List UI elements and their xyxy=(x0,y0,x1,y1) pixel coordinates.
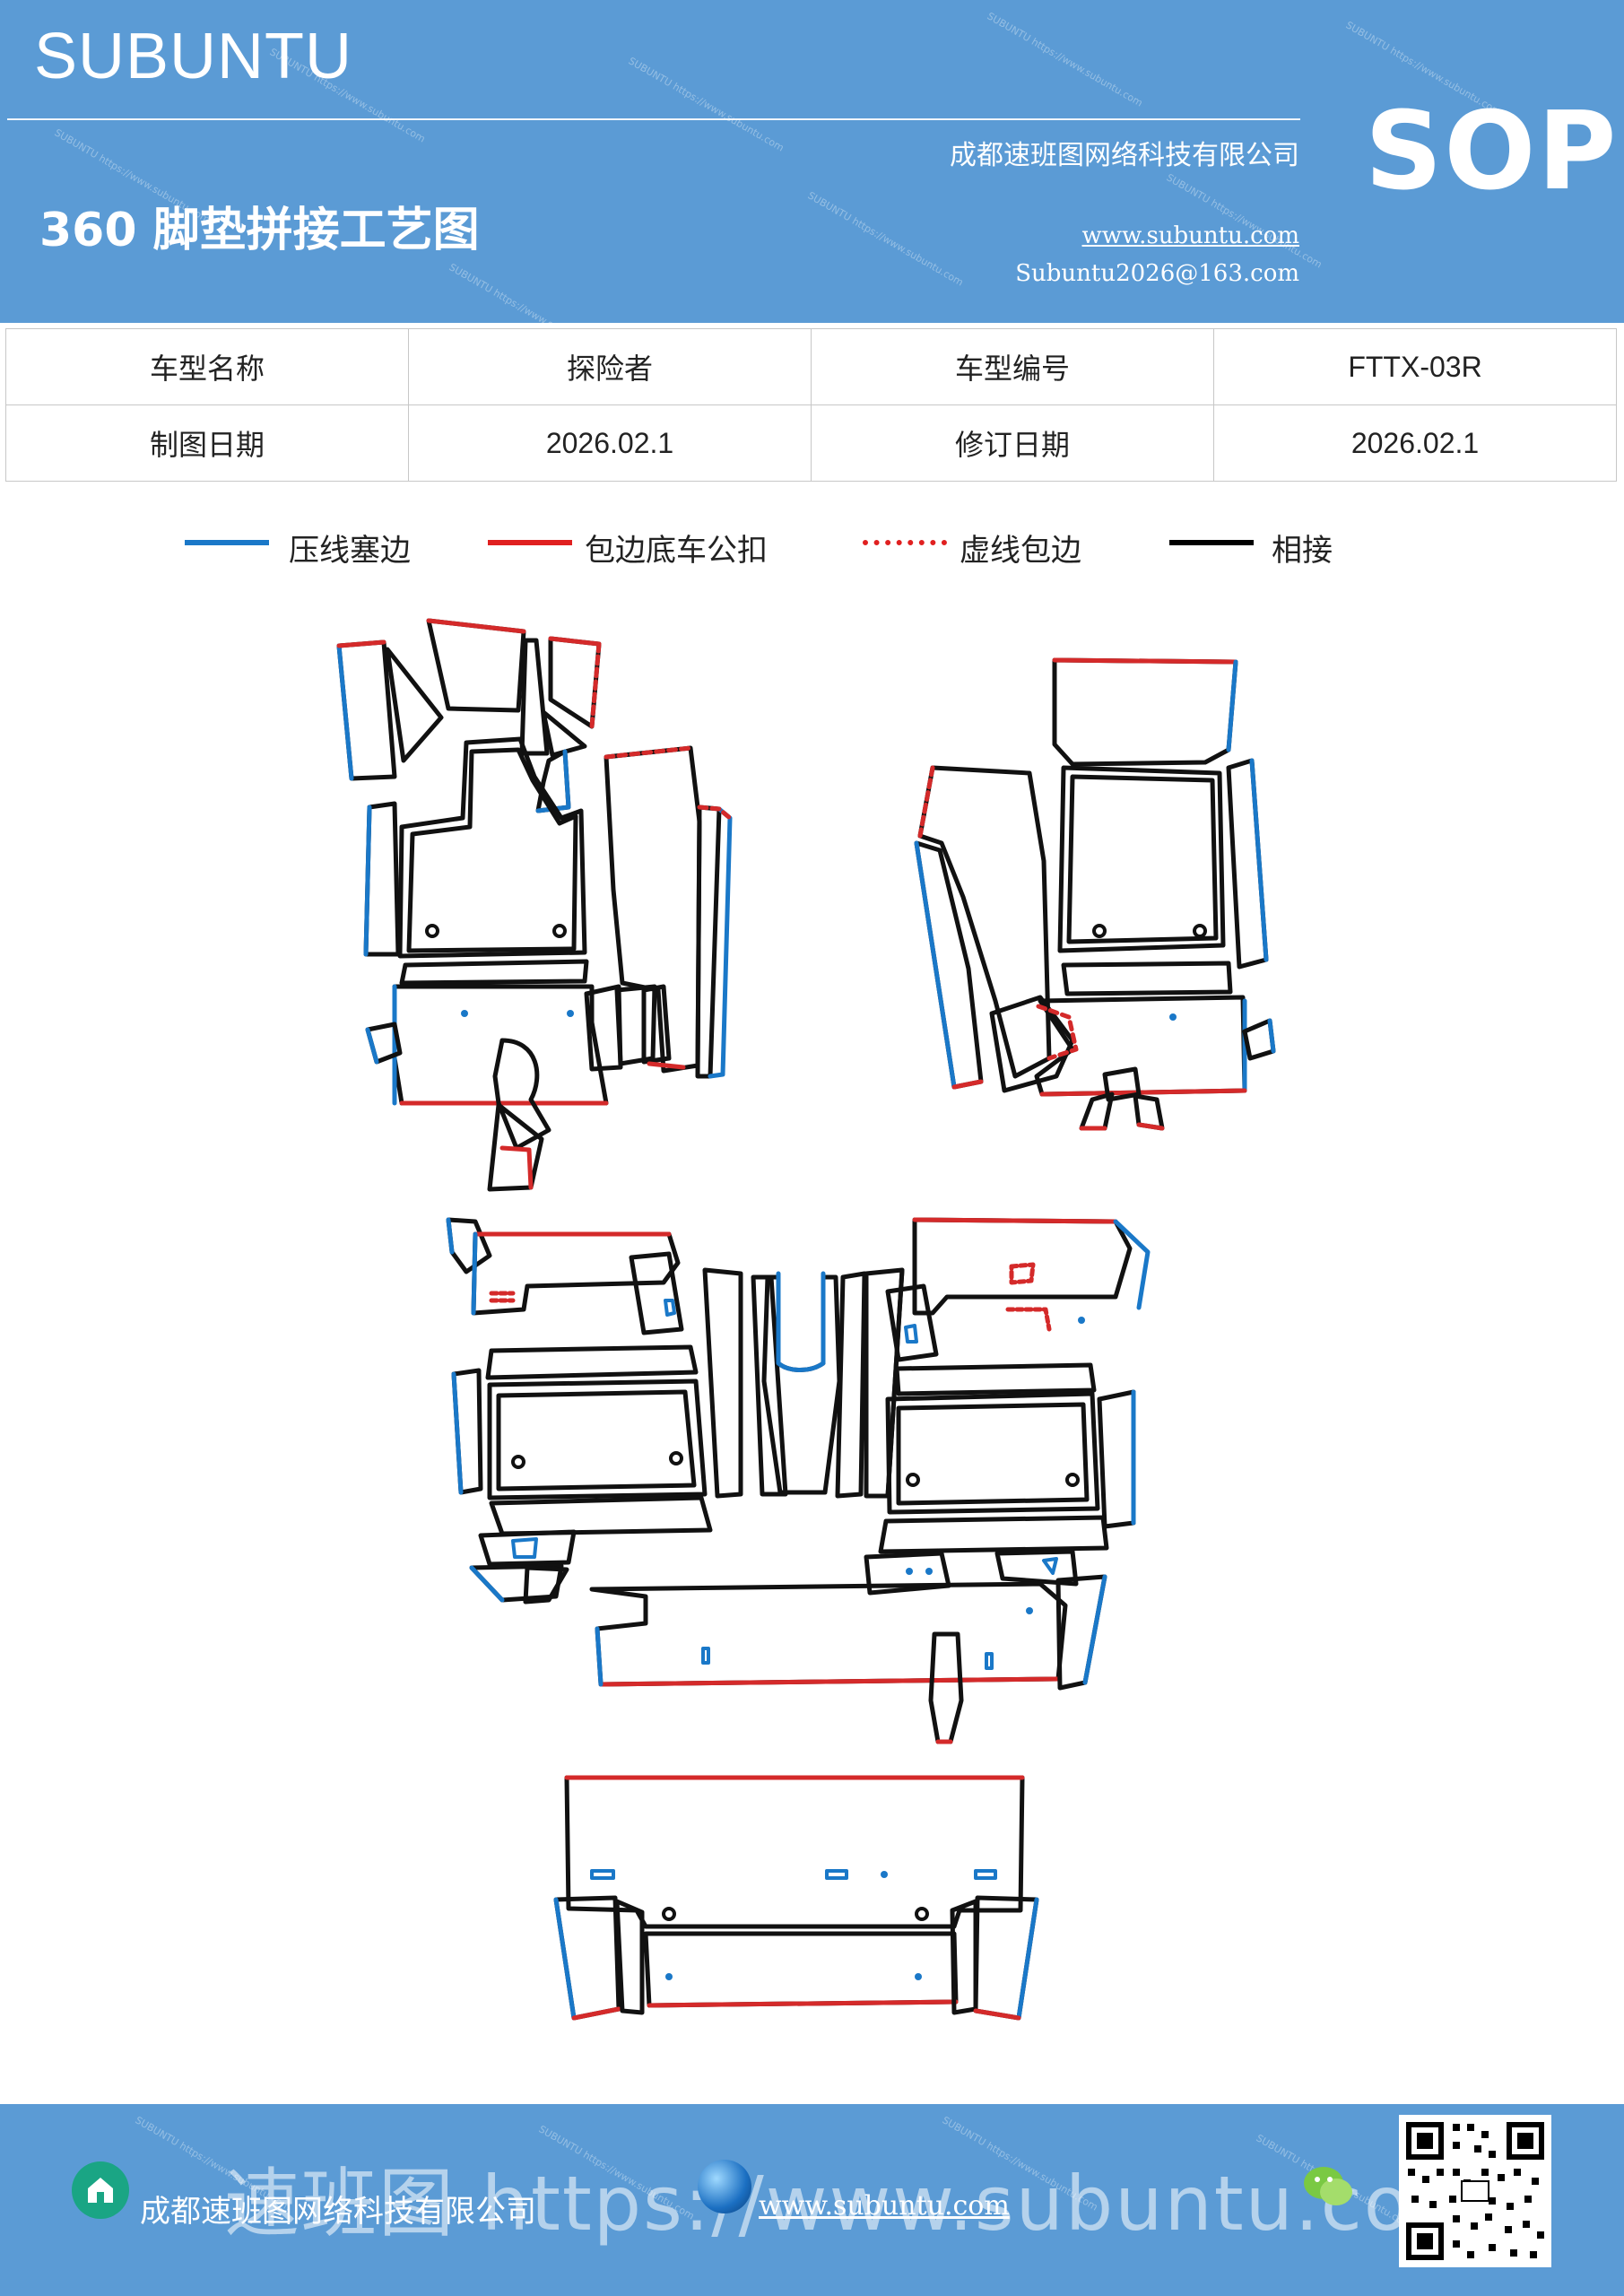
company-name: 成都速班图网络科技有限公司 xyxy=(950,140,1299,171)
value-model-name: 探险者 xyxy=(408,328,812,405)
legend-label-wrap: 包边底车公扣 xyxy=(585,533,768,569)
value-model-code: FTTX-03R xyxy=(1213,328,1617,405)
header-banner: SUBUNTU https://www.subuntu.com SUBUNTU … xyxy=(0,0,1624,323)
email-address: Subuntu2026@163.com xyxy=(1015,260,1299,287)
svg-text:SUBUNTU https://www.subuntu.co: SUBUNTU https://www.subuntu.com xyxy=(447,261,607,323)
table-row: 车型名称 探险者 车型编号 FTTX-03R xyxy=(5,328,1617,405)
legend-label-press: 压线塞边 xyxy=(289,533,411,569)
passenger-mat-group xyxy=(914,657,1276,1131)
legend-swatch-dotted xyxy=(863,540,947,545)
svg-text:SUBUNTU https://www.subuntu.co: SUBUNTU https://www.subuntu.com xyxy=(986,10,1145,109)
legend-swatch-press xyxy=(185,540,269,545)
globe-icon xyxy=(698,2160,751,2213)
vehicle-info-table: 车型名称 探险者 车型编号 FTTX-03R 制图日期 2026.02.1 修订… xyxy=(5,328,1617,482)
brand-logo: SUBUNTU xyxy=(34,21,353,92)
value-draw-date: 2026.02.1 xyxy=(408,404,812,482)
building-icon xyxy=(72,2161,129,2219)
website-link[interactable]: www.subuntu.com xyxy=(1081,222,1300,249)
label-revision-date: 修订日期 xyxy=(811,404,1214,482)
second-row-mat-group xyxy=(446,1217,1151,1744)
svg-text:SUBUNTU https://www.subuntu.co: SUBUNTU https://www.subuntu.com xyxy=(627,55,786,153)
table-row: 制图日期 2026.02.1 修订日期 2026.02.1 xyxy=(5,404,1617,482)
value-revision-date: 2026.02.1 xyxy=(1213,404,1617,482)
floor-mat-diagram xyxy=(336,618,1276,2021)
label-model-name: 车型名称 xyxy=(5,328,409,405)
driver-mat-group xyxy=(336,618,733,1192)
page-title: 360 脚垫拼接工艺图 xyxy=(39,204,480,257)
footer-banner: SUBUNTU https://www.subuntu.com SUBUNTU … xyxy=(0,2104,1624,2296)
footer-website-link[interactable]: www.subuntu.com xyxy=(759,2190,1010,2222)
label-model-code: 车型编号 xyxy=(811,328,1214,405)
qr-code xyxy=(1399,2115,1551,2267)
third-row-mat-group xyxy=(553,1775,1039,2021)
legend-label-joint: 相接 xyxy=(1272,533,1333,569)
label-draw-date: 制图日期 xyxy=(5,404,409,482)
legend-swatch-wrap xyxy=(488,540,572,545)
header-divider xyxy=(7,118,1300,120)
wechat-icon xyxy=(1302,2161,1356,2212)
legend: 压线塞边 包边底车公扣 虚线包边 相接 xyxy=(0,526,1624,570)
sop-badge: SOP xyxy=(1365,90,1619,214)
legend-label-dotted: 虚线包边 xyxy=(960,533,1081,569)
footer-company: 成都速班图网络科技有限公司 xyxy=(140,2194,536,2230)
svg-text:SUBUNTU https://www.subuntu.co: SUBUNTU https://www.subuntu.com xyxy=(1165,171,1324,270)
legend-swatch-joint xyxy=(1169,540,1254,545)
svg-text:SUBUNTU https://www.subuntu.co: SUBUNTU https://www.subuntu.com xyxy=(806,189,966,288)
footer-watermark: 速班图 https://www.subuntu.com xyxy=(224,2160,1487,2248)
